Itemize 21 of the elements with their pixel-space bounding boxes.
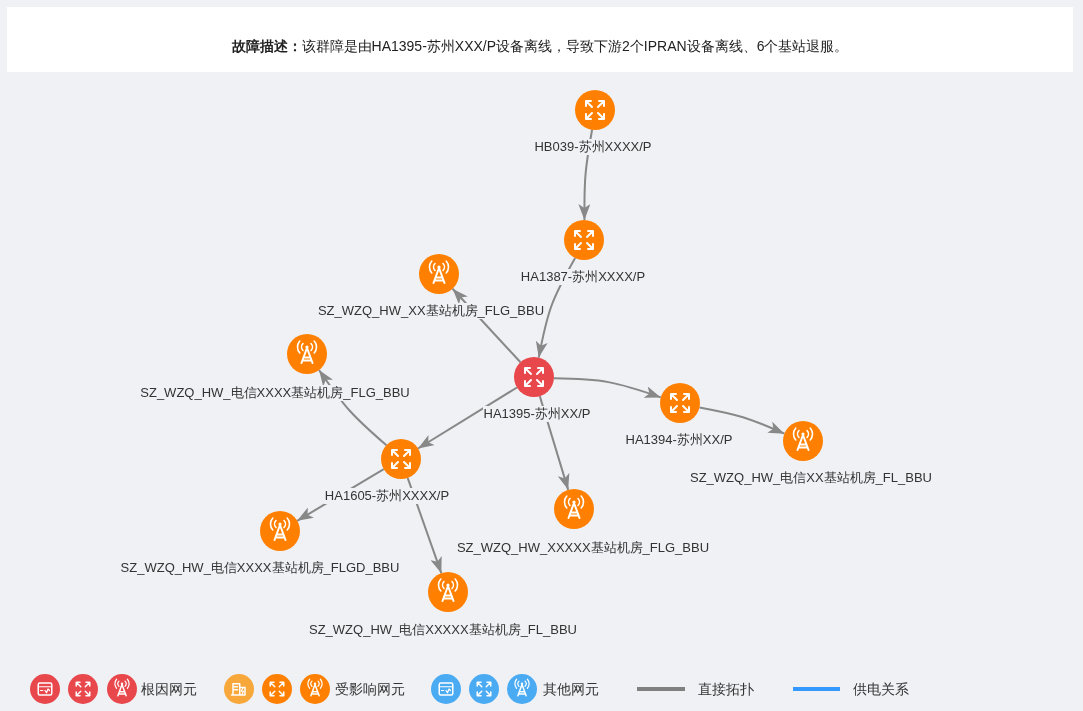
legend-label: 其他网元 xyxy=(543,680,599,698)
legend-label: 根因网元 xyxy=(141,680,197,698)
node-label: SZ_WZQ_HW_电信XX基站机房_FL_BBU xyxy=(689,470,933,486)
node-label: SZ_WZQ_HW_电信XXXX基站机房_FLG_BBU xyxy=(139,385,411,401)
node-label: HA1394-苏州XX/P xyxy=(624,432,734,448)
arrow xyxy=(698,406,786,435)
node-label: SZ_WZQ_HW_XXXXX基站机房_FLG_BBU xyxy=(455,540,711,556)
node-label: HA1605-苏州XXXX/P xyxy=(323,488,451,504)
legend-label: 直接拓扑 xyxy=(698,680,754,698)
title-text: 故障描述：该群障是由HA1395-苏州XXX/P设备离线，导致下游2个IPRAN设备离线、6个基站退服。 xyxy=(230,37,850,55)
node-label: SZ_WZQ_HW_XX基站机房_FLG_BBU xyxy=(316,303,546,319)
node-label: HB039-苏州XXXX/P xyxy=(533,139,653,155)
node-label: HA1387-苏州XXXX/P xyxy=(519,269,647,285)
legend-label: 供电关系 xyxy=(853,680,909,698)
arrow xyxy=(578,128,594,221)
legend-label: 受影响网元 xyxy=(335,680,405,698)
node-label: SZ_WZQ_HW_电信XXXXX基站机房_FL_BBU xyxy=(308,622,578,638)
arrow xyxy=(417,386,518,450)
arrow xyxy=(552,377,662,399)
node-label: HA1395-苏州XX/P xyxy=(482,406,592,422)
node-label: SZ_WZQ_HW_电信XXXX基站机房_FLGD_BBU xyxy=(119,560,401,576)
